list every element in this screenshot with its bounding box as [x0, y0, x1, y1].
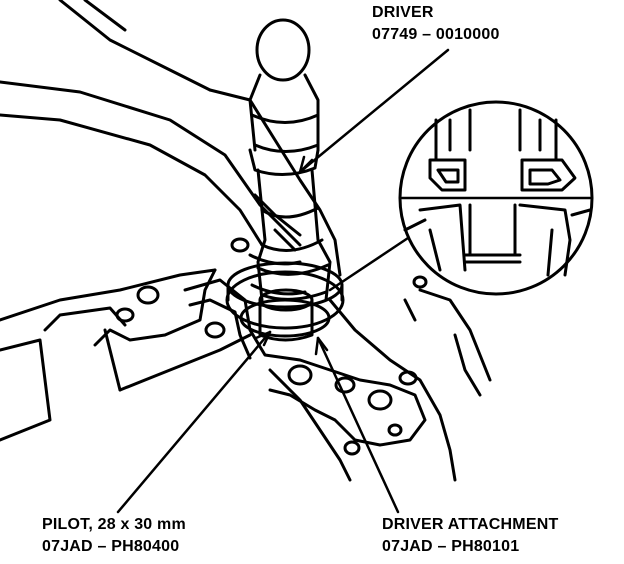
driver-attachment-callout: DRIVER ATTACHMENT 07JAD – PH80101 — [382, 514, 558, 558]
driver-grip — [248, 18, 320, 153]
driver-attachment-name: DRIVER ATTACHMENT — [382, 516, 559, 533]
driver-attachment-part-number: 07JAD – PH80101 — [382, 538, 520, 555]
pilot-name: PILOT, 28 x 30 mm — [42, 516, 186, 533]
case-bolt-holes — [115, 237, 428, 456]
driver-callout: DRIVER 07749 – 0010000 — [372, 2, 500, 46]
case-flange — [183, 278, 427, 447]
transmission-case — [0, 268, 492, 482]
driver-part-number: 07749 – 0010000 — [372, 26, 500, 43]
leader-lines — [116, 48, 450, 514]
attachment-leader — [316, 336, 400, 514]
inset-leader — [328, 236, 410, 292]
detail-inset — [398, 100, 594, 296]
pilot-callout: PILOT, 28 x 30 mm 07JAD – PH80400 — [42, 514, 186, 558]
driver-leader — [298, 48, 450, 174]
pilot-leader — [116, 330, 272, 514]
pilot-part-number: 07JAD – PH80400 — [42, 538, 180, 555]
driver-name: DRIVER — [372, 4, 434, 21]
hand — [0, 0, 342, 296]
